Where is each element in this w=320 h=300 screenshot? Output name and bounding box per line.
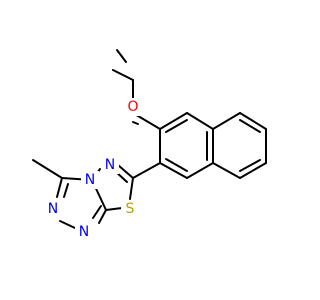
bond-naph-10 — [239, 162, 267, 179]
atom-nitrogen-upper: N — [101, 156, 119, 174]
bond-naph-5 — [186, 162, 214, 179]
bond-thiadiazole-1 — [117, 164, 134, 179]
bond-triazole-3 — [59, 220, 76, 229]
bond-naph-7 — [212, 112, 241, 130]
bond-triazole-4-inner — [92, 205, 102, 219]
bonds — [32, 49, 267, 229]
bond-oxygen-ring — [132, 121, 139, 125]
bond-triazole-4 — [98, 209, 107, 224]
bond-methyl-oxygen — [116, 49, 127, 63]
bond-naph-6 — [159, 162, 188, 179]
bond-naph-thiadiazole — [132, 162, 161, 179]
atom-nitrogen-left: N — [44, 200, 62, 218]
atom-oxygen: O — [124, 98, 142, 116]
molecule-structure: O N N N N S — [32, 49, 267, 241]
atom-sulfur: S — [121, 200, 139, 218]
bond-naph-11 — [212, 162, 241, 179]
bond-thiadiazole-5 — [129, 177, 134, 200]
bond-triazole-methyl — [32, 159, 63, 179]
bond-naph-2 — [159, 112, 188, 130]
atom-nitrogen-bottom: N — [75, 223, 93, 241]
nitrogen-label-bottom: N — [79, 224, 89, 240]
bond-naph-8 — [239, 112, 267, 130]
sulfur-label: S — [126, 201, 135, 217]
nitrogen-label-left: N — [48, 201, 58, 217]
nitrogen-label-fused: N — [85, 172, 95, 188]
bond-triazole-2-inner — [63, 183, 69, 198]
oxygen-label: O — [127, 99, 138, 115]
bond-thiadiazole-4 — [105, 207, 123, 211]
bond-naph-8-inner — [239, 119, 261, 133]
bond-naph-3 — [186, 112, 214, 130]
bond-methyl-top — [112, 69, 134, 81]
bond-naph-6-inner — [165, 158, 188, 172]
bond-naph-2-inner — [165, 119, 188, 133]
atom-nitrogen-fused: N — [81, 171, 99, 189]
bond-naph-10-inner — [239, 159, 261, 172]
bond-triazole-2 — [56, 177, 63, 198]
nitrogen-label-upper: N — [105, 157, 115, 173]
atoms: O N N N N S — [44, 98, 142, 241]
